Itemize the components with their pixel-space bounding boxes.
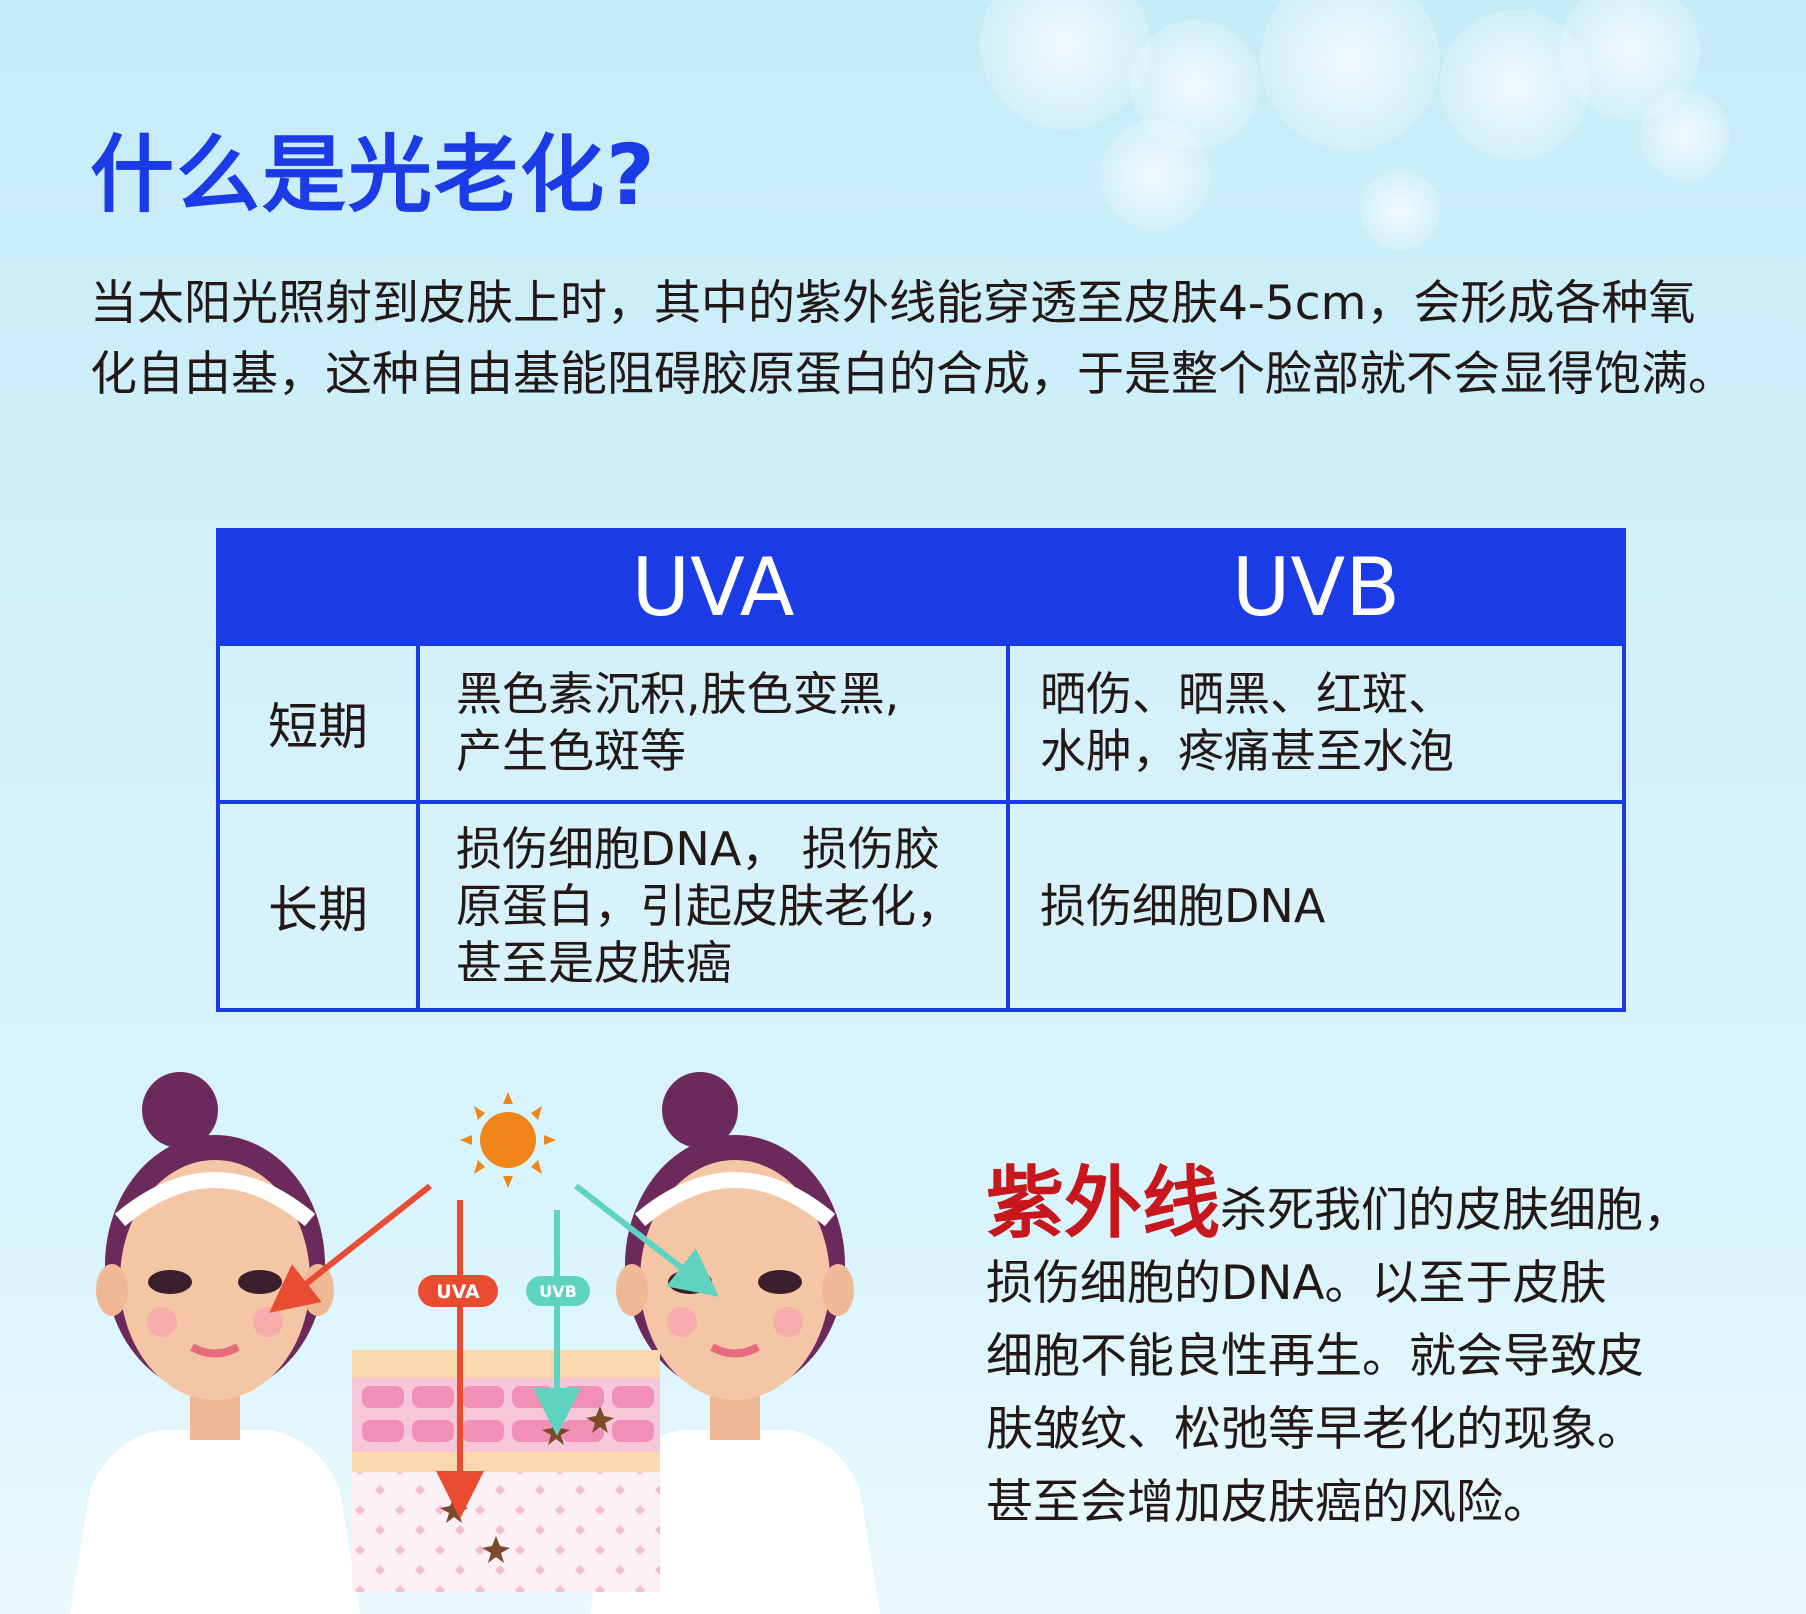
header-uva: UVA: [416, 528, 1010, 646]
skin-layers-diagram: [352, 1350, 660, 1592]
uv-comparison-table: UVA UVB 短期 黑色素沉积,肤色变黑, 产生色斑等 晒伤、晒黑、红斑、 水…: [216, 528, 1626, 1012]
uva-tag: [418, 1275, 498, 1307]
uvb-tag: [526, 1276, 590, 1306]
row-label-short-term: 短期: [216, 642, 420, 804]
cell-uvb-short-term: 晒伤、晒黑、红斑、 水肿，疼痛甚至水泡: [1006, 642, 1626, 804]
header-empty: [216, 528, 420, 646]
uv-effects-text: 杀死我们的皮肤细胞， 损伤细胞的DNA。以至于皮肤 细胞不能良性再生。就会导致皮…: [986, 1183, 1691, 1530]
page-title: 什么是光老化?: [90, 126, 657, 224]
bokeh-light: [1360, 170, 1440, 250]
bokeh-light: [1260, 0, 1440, 150]
bokeh-light: [1100, 120, 1210, 230]
cell-uvb-long-term: 损伤细胞DNA: [1006, 800, 1626, 1012]
uv-skin-illustration: UVA UVB: [70, 1072, 880, 1614]
sun-icon: [460, 1092, 556, 1188]
uva-arrow-to-face: [269, 1183, 432, 1313]
face-after-illustration: [590, 1072, 880, 1614]
header-uvb: UVB: [1006, 528, 1626, 646]
bokeh-light: [980, 0, 1150, 130]
cell-uva-short-term: 黑色素沉积,肤色变黑, 产生色斑等: [416, 642, 1010, 804]
uv-effects-paragraph: 紫外线杀死我们的皮肤细胞， 损伤细胞的DNA。以至于皮肤 细胞不能良性再生。就会…: [986, 1165, 1746, 1539]
cell-uva-long-term: 损伤细胞DNA， 损伤胶 原蛋白，引起皮肤老化， 甚至是皮肤癌: [416, 800, 1010, 1012]
table-header-row: UVA UVB: [216, 528, 1626, 646]
uv-highlight-word: 紫外线: [986, 1159, 1221, 1249]
uva-tag-label: UVA: [436, 1281, 480, 1303]
table-row-short-term: 短期 黑色素沉积,肤色变黑, 产生色斑等 晒伤、晒黑、红斑、 水肿，疼痛甚至水泡: [216, 642, 1626, 804]
uvb-arrow-to-face: [574, 1183, 719, 1297]
uvb-tag-label: UVB: [539, 1282, 577, 1301]
row-label-long-term: 长期: [216, 800, 420, 1012]
face-before-illustration: [70, 1072, 360, 1614]
table-row-long-term: 长期 损伤细胞DNA， 损伤胶 原蛋白，引起皮肤老化， 甚至是皮肤癌 损伤细胞D…: [216, 800, 1626, 1012]
intro-paragraph: 当太阳光照射到皮肤上时，其中的紫外线能穿透至皮肤4-5cm，会形成各种氧化自由基…: [90, 276, 1735, 402]
bokeh-light: [1640, 90, 1730, 180]
